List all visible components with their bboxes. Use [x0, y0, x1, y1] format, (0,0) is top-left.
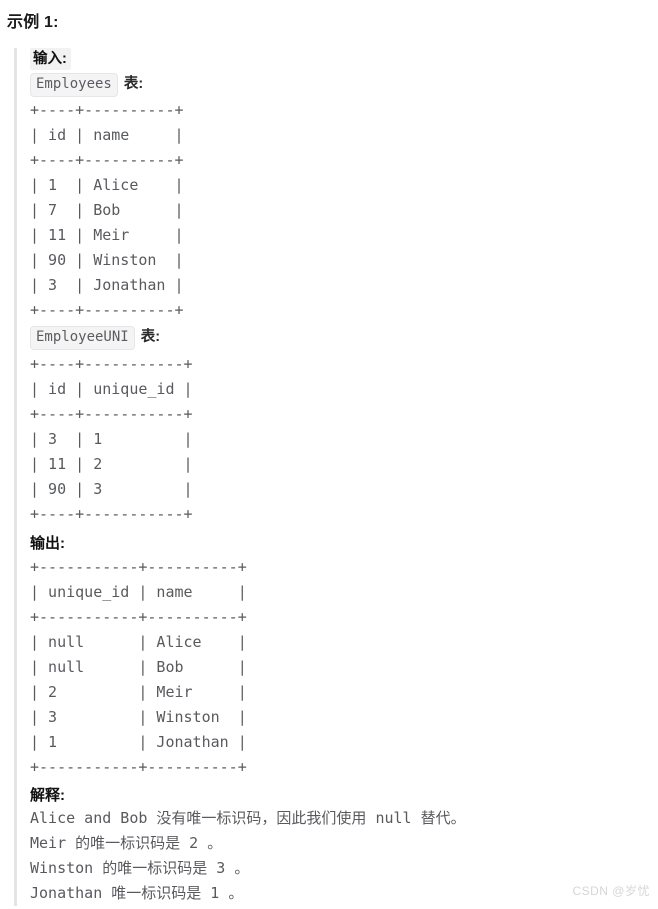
- output-label: 输出:: [30, 534, 65, 552]
- employees-table-caption: Employees 表:: [30, 73, 658, 98]
- output-table-ascii: +-----------+----------+ | unique_id | n…: [30, 558, 247, 776]
- input-label: 输入:: [30, 48, 71, 71]
- page-title: 示例 1:: [7, 14, 59, 31]
- example-blockquote: 输入: Employees 表: +----+----------+ | id |…: [14, 48, 658, 906]
- explanation-section: 解释: Alice and Bob 没有唯一标识码，因此我们使用 null 替代…: [30, 786, 658, 906]
- employeeuni-table-name: EmployeeUNI: [30, 326, 135, 351]
- employees-table-name: Employees: [30, 73, 118, 98]
- input-section: 输入: Employees 表: +----+----------+ | id |…: [30, 48, 658, 527]
- csdn-watermark: CSDN @岁忧: [572, 884, 650, 898]
- explanation-label: 解释:: [30, 787, 65, 804]
- employeeuni-table-suffix: 表:: [140, 329, 161, 346]
- explanation-text: Alice and Bob 没有唯一标识码，因此我们使用 null 替代。 Me…: [30, 808, 466, 902]
- employees-table-ascii: +----+----------+ | id | name | +----+--…: [30, 101, 184, 320]
- employeeuni-table-caption: EmployeeUNI 表:: [30, 326, 658, 351]
- output-section: 输出: +-----------+----------+ | unique_id…: [30, 534, 658, 781]
- employeeuni-table-ascii: +----+-----------+ | id | unique_id | +-…: [30, 354, 193, 523]
- employees-table-suffix: 表:: [123, 76, 144, 93]
